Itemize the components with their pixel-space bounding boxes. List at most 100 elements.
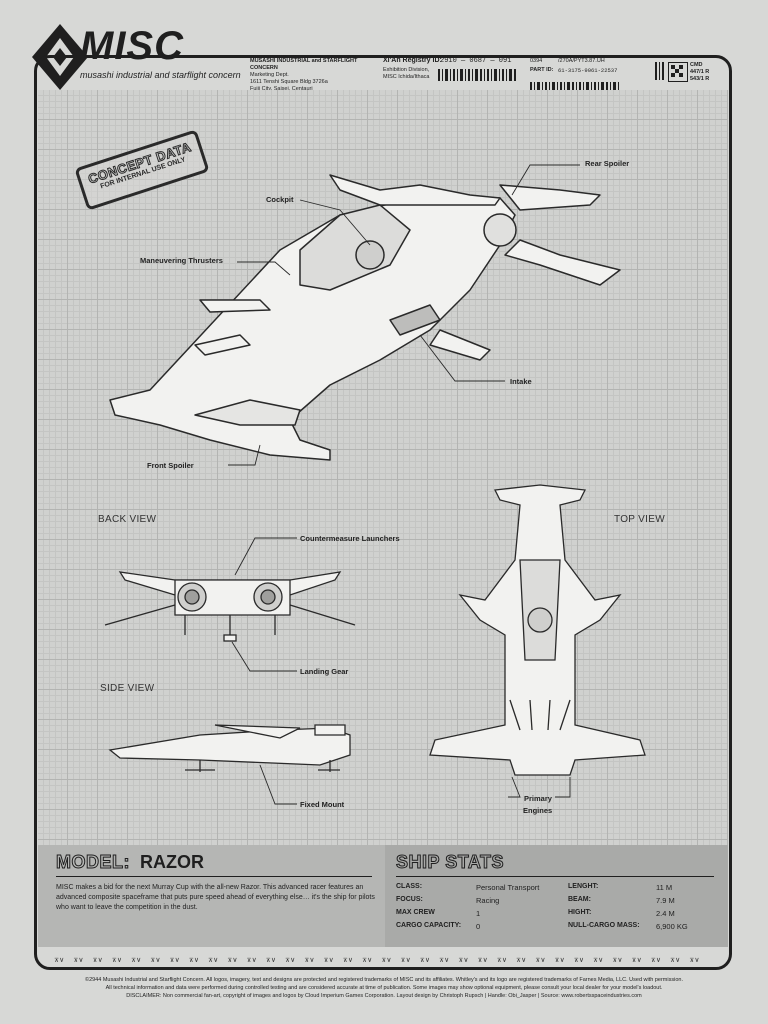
stats-panel — [385, 845, 728, 947]
stat-value: 6,900 KG — [656, 922, 688, 931]
stat-label: HIGHT: — [568, 909, 592, 916]
misc-logo: misc musashi industrial and starflight c… — [30, 22, 241, 92]
tape-mark: ⊼⊻ — [689, 958, 700, 962]
stats-divider — [396, 876, 714, 877]
stat-label: NULL-CARGO MASS: — [568, 922, 640, 929]
stats-title: SHIP STATS — [395, 852, 505, 873]
tape-mark: ⊼⊻ — [496, 958, 507, 962]
back-view-drawing — [104, 571, 356, 642]
stat-label: LENGHT: — [568, 883, 599, 890]
callout-leaders — [228, 164, 580, 805]
stat-value: 1 — [476, 909, 481, 918]
tape-mark: ⊼⊻ — [612, 958, 623, 962]
tape-mark: ⊼⊻ — [362, 958, 373, 962]
code-value: /270A/PYT3.87.UH — [558, 58, 605, 64]
tape-mark: ⊼⊻ — [227, 958, 238, 962]
tape-mark: ⊼⊻ — [419, 958, 430, 962]
tape-mark: ⊼⊻ — [304, 958, 315, 962]
stat-label: CARGO CAPACITY: — [396, 922, 462, 929]
qr-icon — [668, 62, 688, 82]
address-line: MUSASHI INDUSTRIAL and STARFLIGHT CONCER… — [250, 58, 358, 71]
tape-mark: ⊼⊻ — [342, 958, 353, 962]
stat-value: 7.9 M — [656, 896, 675, 905]
registry-sub: Exhibition Division, MISC Ichida/Ithaca — [383, 67, 430, 80]
stats-row: CLASS: Personal Transport LENGHT: 11 M — [396, 883, 716, 896]
model-name: RAZOR — [140, 852, 204, 872]
barcode-1 — [438, 68, 518, 81]
blueprint-grid — [38, 90, 728, 845]
callout-maneuvering-thrusters: Maneuvering Thrusters — [140, 256, 223, 265]
code-label: 0394 — [530, 58, 543, 64]
stat-label: MAX CREW — [396, 909, 435, 916]
top-view-drawing — [429, 484, 646, 776]
tape-mark: ⊼⊻ — [573, 958, 584, 962]
stat-value: Racing — [476, 896, 500, 905]
cmd-line: 447/1 R — [690, 69, 710, 75]
tape-mark: ⊼⊻ — [111, 958, 122, 962]
stat-value: 0 — [476, 922, 481, 931]
tape-mark: ⊼⊻ — [169, 958, 180, 962]
blueprint-frame — [34, 55, 732, 970]
part-label: PART ID: — [530, 67, 554, 73]
address-line: Fujii City, Saisei, Centauri — [250, 86, 313, 92]
stat-label: BEAM: — [568, 896, 591, 903]
callout-primary: Primary — [524, 794, 552, 803]
part-value: 61-3175-9061-22537 — [558, 67, 618, 74]
tape-mark: ⊼⊻ — [554, 958, 565, 962]
tape-strip: ⊼⊻ ⊼⊻ ⊼⊻ ⊼⊻ ⊼⊻ ⊼⊻ ⊼⊻ ⊼⊻ ⊼⊻ ⊼⊻ ⊼⊻ ⊼⊻ ⊼⊻ ⊼⊻ ⊼⊻ ⊼⊻ ⊼⊻ ⊼⊻ ⊼⊻ ⊼⊻… — [38, 950, 728, 962]
stats-table: CLASS: Personal Transport LENGHT: 11 M F… — [396, 883, 716, 935]
tape-mark: ⊼⊻ — [516, 958, 527, 962]
callout-rear-spoiler: Rear Spoiler — [585, 159, 630, 168]
tape-mark: ⊼⊻ — [246, 958, 257, 962]
model-label: MODEL: — [56, 852, 131, 873]
tape-mark: ⊼⊻ — [188, 958, 199, 962]
barcode-2 — [530, 77, 620, 90]
brand-tagline: musashi industrial and starflight concer… — [80, 70, 241, 80]
tape-mark: ⊼⊻ — [439, 958, 450, 962]
tape-mark: ⊼⊻ — [400, 958, 411, 962]
tape-mark: ⊼⊻ — [73, 958, 84, 962]
callout-landing-gear: Landing Gear — [300, 667, 349, 676]
model-divider — [56, 876, 372, 877]
stat-value: 11 M — [656, 883, 673, 892]
stat-value: 2.4 M — [656, 909, 675, 918]
stat-label: FOCUS: — [396, 896, 423, 903]
stat-label: CLASS: — [396, 883, 423, 890]
tape-mark: ⊼⊻ — [535, 958, 546, 962]
tape-mark: ⊼⊻ — [477, 958, 488, 962]
stats-row: CARGO CAPACITY: 0 NULL-CARGO MASS: 6,900… — [396, 922, 716, 935]
tape-mark: ⊼⊻ — [323, 958, 334, 962]
tape-mark: ⊼⊻ — [54, 958, 65, 962]
model-description: MISC makes a bid for the next Murray Cup… — [56, 884, 375, 911]
brand-name: misc — [80, 24, 184, 68]
footer-line3: DISCLAIMER: Non commercial fan-art, copy… — [126, 993, 642, 999]
tape-mark: ⊼⊻ — [150, 958, 161, 962]
callout-fixed-mount: Fixed Mount — [300, 800, 345, 809]
callout-engines: Engines — [523, 806, 553, 815]
registry-label: Xi'An Registry ID: — [383, 57, 442, 64]
tape-mark: ⊼⊻ — [458, 958, 469, 962]
tape-mark: ⊼⊻ — [131, 958, 142, 962]
footer-line2: All technical information and data were … — [105, 985, 663, 991]
callout-cockpit: Cockpit — [266, 195, 294, 204]
perspective-view — [109, 174, 621, 461]
callout-intake: Intake — [510, 377, 532, 386]
cmd-line: 543/1 R — [690, 76, 710, 82]
tape-mark: ⊼⊻ — [92, 958, 103, 962]
cmd-line: CMD — [690, 62, 703, 68]
stats-row: FOCUS: Racing BEAM: 7.9 M — [396, 896, 716, 909]
barcode-icon — [655, 62, 664, 80]
cmd-block: CMD 447/1 R 543/1 R — [690, 62, 709, 83]
tape-mark: ⊼⊻ — [593, 958, 604, 962]
address-line: Marketing Dept. — [250, 72, 289, 78]
callout-countermeasure: Countermeasure Launchers — [300, 534, 400, 543]
barcode-vertical — [655, 62, 665, 80]
tape-mark: ⊼⊻ — [381, 958, 392, 962]
company-address: MUSASHI INDUSTRIAL and STARFLIGHT CONCER… — [250, 58, 380, 93]
side-view-drawing — [108, 724, 351, 772]
stat-value: Personal Transport — [476, 883, 540, 892]
tape-mark: ⊼⊻ — [670, 958, 681, 962]
callout-front-spoiler: Front Spoiler — [147, 461, 194, 470]
side-view-label: SIDE VIEW — [100, 683, 155, 694]
